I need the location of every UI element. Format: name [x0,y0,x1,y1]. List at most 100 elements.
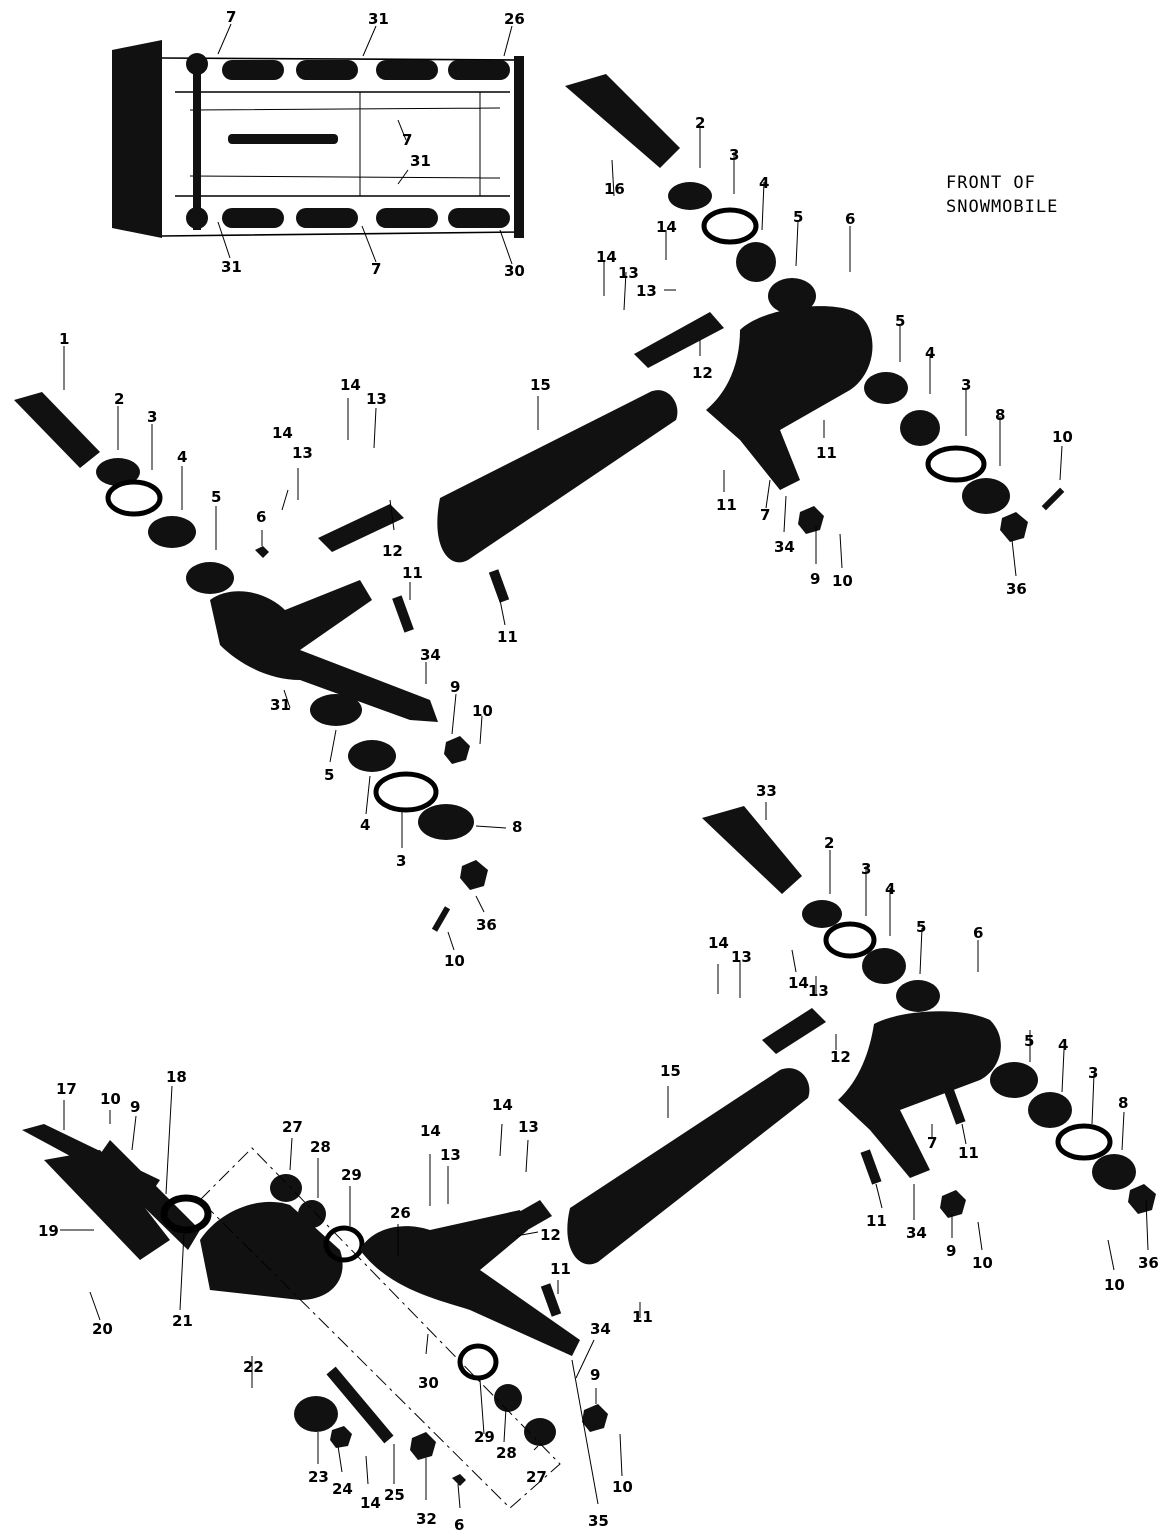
castle-nut-36-ur [1000,512,1028,542]
bearing-cup-5-lr2 [990,1062,1038,1098]
bolt-11-upper-left-a [392,595,414,633]
o-ring-3-lr [823,921,877,959]
castle-nut-36-lr [1128,1184,1156,1214]
callout-4: 4 [925,344,935,362]
callout-4: 4 [360,816,370,834]
shock-overview [228,134,338,144]
drive-sprocket-bottom [186,207,208,229]
lower-left-assembly [22,1124,608,1509]
callout-14: 14 [420,1122,441,1140]
callout-21: 21 [172,1312,193,1330]
callout-5: 5 [211,488,221,506]
callout-13: 13 [808,982,829,1000]
callout-27: 27 [282,1118,303,1136]
callout-9: 9 [810,570,820,588]
nut-9-ur [798,506,824,534]
callout-6: 6 [454,1516,464,1534]
callout-5: 5 [895,312,905,330]
callout-11: 11 [816,444,837,462]
axle-tube-1 [14,392,100,468]
callout-4: 4 [177,448,187,466]
callout-36: 36 [1138,1254,1159,1272]
bogie-arm-7-lr [838,1011,1001,1178]
link-12-lr [762,1008,826,1054]
callout-27: 27 [526,1468,547,1486]
bearing-cup-5-lower [310,694,362,726]
callout-19: 19 [38,1222,59,1240]
washer-23 [294,1396,338,1432]
seal-29-top [323,1225,365,1263]
callout-26: 26 [390,1204,411,1222]
o-ring-3-lower [373,771,439,813]
callout-14: 14 [340,376,361,394]
callout-7: 7 [402,131,412,149]
callout-10: 10 [1104,1276,1125,1294]
nut-9 [444,736,470,764]
callout-8: 8 [512,818,522,836]
bearing-cup-5-lr [896,980,940,1012]
callout-2: 2 [824,834,834,852]
callout-29: 29 [341,1166,362,1184]
callout-3: 3 [861,860,871,878]
callout-34: 34 [590,1320,611,1338]
callout-2: 2 [114,390,124,408]
cotter-pin-10-ur [1041,487,1065,511]
callout-24: 24 [332,1480,353,1498]
chassis-overview [112,40,524,238]
dashed-bracket-frame [199,1147,561,1509]
bolt-25 [326,1366,394,1444]
callout-3: 3 [396,852,406,870]
callout-3: 3 [1088,1064,1098,1082]
callout-22: 22 [243,1358,264,1376]
callout-12: 12 [692,364,713,382]
ski-front-plate [112,40,162,238]
callout-28: 28 [496,1444,517,1462]
callout-4: 4 [1058,1036,1068,1054]
bearing-cup-5-ur2 [864,372,908,404]
callout-14: 14 [596,248,617,266]
callout-12: 12 [382,542,403,560]
nut-24 [330,1426,352,1448]
callout-25: 25 [384,1486,405,1504]
callout-11: 11 [497,628,518,646]
callout-5: 5 [916,918,926,936]
callout-11: 11 [632,1308,653,1326]
bearing-cup-5-ur [768,278,816,314]
callout-36: 36 [1006,580,1027,598]
callout-28: 28 [310,1138,331,1156]
bogie-arm-7 [706,306,873,490]
bushing-21 [160,1194,212,1234]
seal-2-ur [668,182,712,210]
callout-31: 31 [368,10,389,28]
callout-4: 4 [885,880,895,898]
shock-absorber-15-upper [437,390,678,563]
callout-9: 9 [450,678,460,696]
callout-5: 5 [793,208,803,226]
callout-labels: 7 31 26 7 31 31 7 30 1 2 3 4 5 6 14 13 1… [38,8,1159,1534]
callout-9: 9 [590,1366,600,1384]
bearing-28-top [298,1200,326,1228]
axle-tube-33 [702,806,802,894]
nut-9-lr [940,1190,966,1218]
callout-12: 12 [540,1226,561,1244]
callout-11: 11 [550,1260,571,1278]
bearing-cone-4-ur [736,242,776,282]
callout-31: 31 [410,152,431,170]
callout-13: 13 [518,1118,539,1136]
link-12-upper-left [318,504,404,552]
callout-29: 29 [474,1428,495,1446]
callout-13: 13 [731,948,752,966]
o-ring-3 [105,479,163,517]
callout-6: 6 [973,924,983,942]
axle-tube-16 [565,74,680,168]
washer-8 [418,804,474,840]
callout-11: 11 [866,1212,887,1230]
callout-10: 10 [832,572,853,590]
bolt-11-ll-a [540,1283,562,1317]
o-ring-3-lr2 [1055,1123,1113,1161]
callout-9: 9 [130,1098,140,1116]
callout-13: 13 [618,264,639,282]
bearing-cone-4-lr2 [1028,1092,1072,1128]
callout-10: 10 [972,1254,993,1272]
